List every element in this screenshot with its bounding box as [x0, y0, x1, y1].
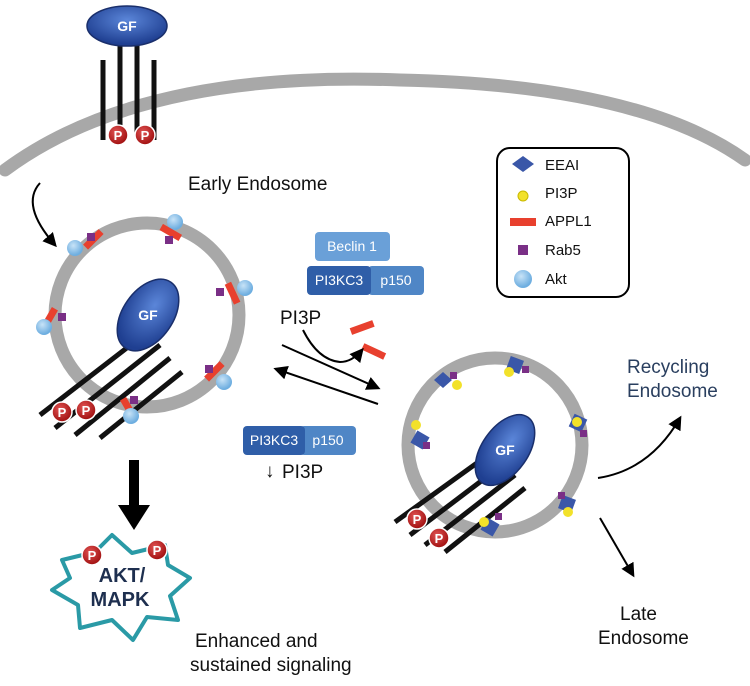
phospho-right-1: P: [406, 508, 428, 530]
akt-appl1-rab5-cluster-1: [67, 229, 104, 256]
appl1-free-2: [361, 343, 387, 360]
complex-beclin-pi3kc3-p150: Beclin 1 p150 PI3KC3: [307, 232, 424, 295]
gf-ligand-right: GF: [474, 413, 536, 487]
legend: EEAI PI3P APPL1 Rab5 Akt: [496, 147, 630, 298]
phospho-label: P: [153, 543, 162, 558]
legend-label: Akt: [545, 271, 568, 288]
late-endosome-label-line2: Endosome: [598, 628, 689, 649]
akt-appl1-rab5-cluster-2: [159, 214, 183, 244]
recycling-arrow: [597, 415, 682, 479]
legend-label: APPL1: [545, 213, 592, 230]
gf-label: GF: [117, 18, 137, 34]
early-endosome-label: Early Endosome: [188, 174, 327, 195]
akt-appl1-rab5-cluster-3: [216, 280, 253, 305]
phospho-early-2: P: [75, 399, 97, 421]
legend-item-appl1: APPL1: [510, 213, 592, 230]
legend-item-pi3p: PI3P: [517, 185, 578, 202]
recycling-endosome-label-line2: Endosome: [627, 381, 718, 402]
p150-label: p150: [380, 272, 411, 288]
signaling-label-line2: sustained signaling: [190, 655, 352, 676]
pi3kc3-label: PI3KC3: [315, 272, 363, 288]
pi3p-conversion-arrow: [302, 329, 364, 364]
recycling-endosome-label-line1: Recycling: [627, 357, 709, 378]
akt-icon: [514, 270, 532, 288]
phospho-right-2: P: [428, 527, 450, 549]
phospho-label: P: [58, 405, 67, 420]
legend-item-rab5: Rab5: [518, 242, 581, 259]
legend-label: EEAI: [545, 157, 579, 174]
p150-label: p150: [312, 432, 343, 448]
eeai-icon: [512, 156, 534, 172]
legend-label: PI3P: [545, 185, 578, 202]
akt-appl1-rab5-cluster-6: [120, 396, 139, 424]
pi3p-decreased-label: PI3P: [282, 462, 323, 483]
internalization-arrow: [31, 182, 57, 248]
pi3p-label: PI3P: [280, 308, 321, 329]
late-endosome-label-line1: Late: [620, 604, 657, 625]
phospho-akt-2: P: [146, 539, 168, 561]
akt-appl1-rab5-cluster-4: [36, 306, 66, 335]
mapk-label: MAPK: [91, 589, 150, 611]
membrane-receptor: [100, 40, 157, 140]
appl1-icon: [510, 218, 536, 226]
phospho-label: P: [88, 548, 97, 563]
gf-ligand-early: GF: [116, 278, 180, 352]
eea1-pi3p-rab5-cluster-5: [558, 492, 576, 517]
phospho-label: P: [435, 531, 444, 546]
phospho-label: P: [114, 128, 123, 143]
gf-ligand-membrane: GF: [86, 5, 168, 47]
signaling-label-line1: Enhanced and: [195, 631, 318, 652]
eea1-pi3p-rab5-cluster-4: [568, 413, 588, 437]
equilibrium-arrow-forward: [281, 344, 381, 390]
eea1-pi3p-rab5-cluster-2: [504, 356, 529, 377]
pi3p-icon: [517, 190, 529, 202]
eea1-pi3p-rab5-cluster-1: [434, 372, 462, 390]
phospho-label: P: [413, 512, 422, 527]
phospho-label: P: [141, 128, 150, 143]
phospho-membrane-1: P: [107, 124, 129, 146]
akt-mapk-burst: AKT/ MAPK: [50, 533, 192, 642]
complex-pi3kc3-p150: p150 PI3KC3: [243, 426, 356, 455]
gf-label: GF: [138, 307, 158, 323]
signaling-arrow: [118, 460, 150, 530]
eea1-pi3p-rab5-cluster-3: [410, 420, 430, 450]
phospho-label: P: [82, 403, 91, 418]
beclin-label: Beclin 1: [327, 238, 377, 254]
phospho-membrane-2: P: [134, 124, 156, 146]
legend-item-akt: Akt: [514, 270, 568, 288]
pi3kc3-label: PI3KC3: [250, 432, 298, 448]
akt-label: AKT/: [99, 565, 146, 587]
phospho-early-1: P: [51, 401, 73, 423]
down-arrow-glyph: ↓: [265, 461, 275, 482]
eea1-pi3p-rab5-cluster-6: [479, 513, 502, 537]
gf-label: GF: [495, 442, 515, 458]
rab5-icon: [518, 245, 528, 255]
appl1-free-1: [349, 320, 375, 335]
legend-label: Rab5: [545, 242, 581, 259]
phospho-akt-1: P: [81, 544, 103, 566]
akt-appl1-rab5-cluster-5: [204, 361, 232, 390]
equilibrium-arrow-reverse: [273, 366, 379, 405]
legend-item-eeai: EEAI: [512, 156, 579, 174]
late-arrow: [599, 517, 635, 578]
